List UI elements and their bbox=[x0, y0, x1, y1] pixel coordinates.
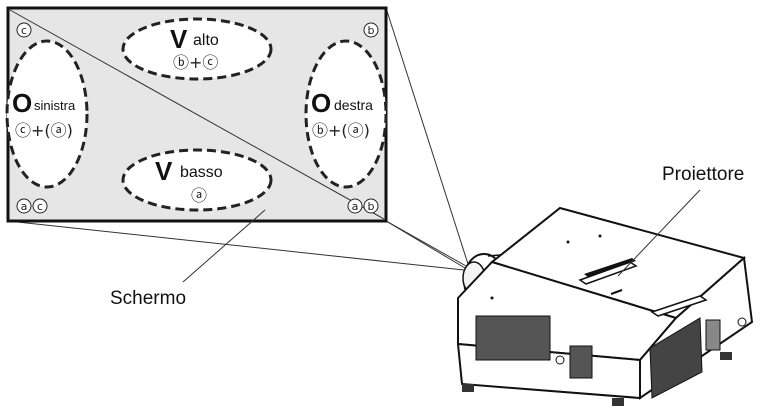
svg-text:c: c bbox=[21, 24, 27, 37]
corner-marker-top-right: b bbox=[363, 22, 379, 38]
v-basso-formula: ⓐ bbox=[191, 186, 207, 205]
o-sinistra-formula: ⓒ+(ⓐ) bbox=[15, 121, 73, 140]
o-destra-formula: ⓑ+(ⓐ) bbox=[312, 121, 370, 140]
v-basso-word: basso bbox=[180, 164, 223, 181]
projector-callout-line bbox=[617, 189, 701, 277]
screen-label: Schermo bbox=[110, 288, 186, 309]
o-destra-letter: O bbox=[311, 88, 331, 118]
zone-o-sinistra bbox=[5, 39, 89, 189]
v-alto-word: alto bbox=[193, 32, 219, 49]
projector bbox=[456, 206, 754, 406]
svg-text:a: a bbox=[352, 200, 359, 213]
v-alto-letter: V bbox=[170, 24, 188, 54]
screen-diagonal bbox=[9, 9, 385, 220]
o-sinistra-letter: O bbox=[12, 88, 32, 118]
v-alto-formula: ⓑ+ⓒ bbox=[173, 53, 218, 72]
corner-marker-top-left: c bbox=[16, 22, 32, 38]
projector-label: Proiettore bbox=[662, 164, 744, 185]
zone-v-alto bbox=[121, 17, 273, 81]
svg-text:c: c bbox=[37, 200, 43, 213]
o-sinistra-word: sinistra bbox=[34, 98, 76, 113]
o-destra-word: destra bbox=[334, 97, 373, 113]
svg-text:b: b bbox=[368, 24, 375, 37]
zone-v-basso bbox=[121, 148, 273, 212]
corner-marker-bottom-right-b: b bbox=[363, 198, 379, 214]
screen-callout-line bbox=[182, 209, 266, 283]
corner-marker-bottom-left-c: c bbox=[32, 198, 48, 214]
zone-o-destra bbox=[304, 39, 388, 189]
v-basso-letter: V bbox=[155, 156, 173, 186]
svg-text:a: a bbox=[21, 200, 28, 213]
corner-marker-bottom-left-a: a bbox=[16, 198, 32, 214]
svg-text:b: b bbox=[368, 200, 375, 213]
corner-marker-bottom-right-a: a bbox=[347, 198, 363, 214]
